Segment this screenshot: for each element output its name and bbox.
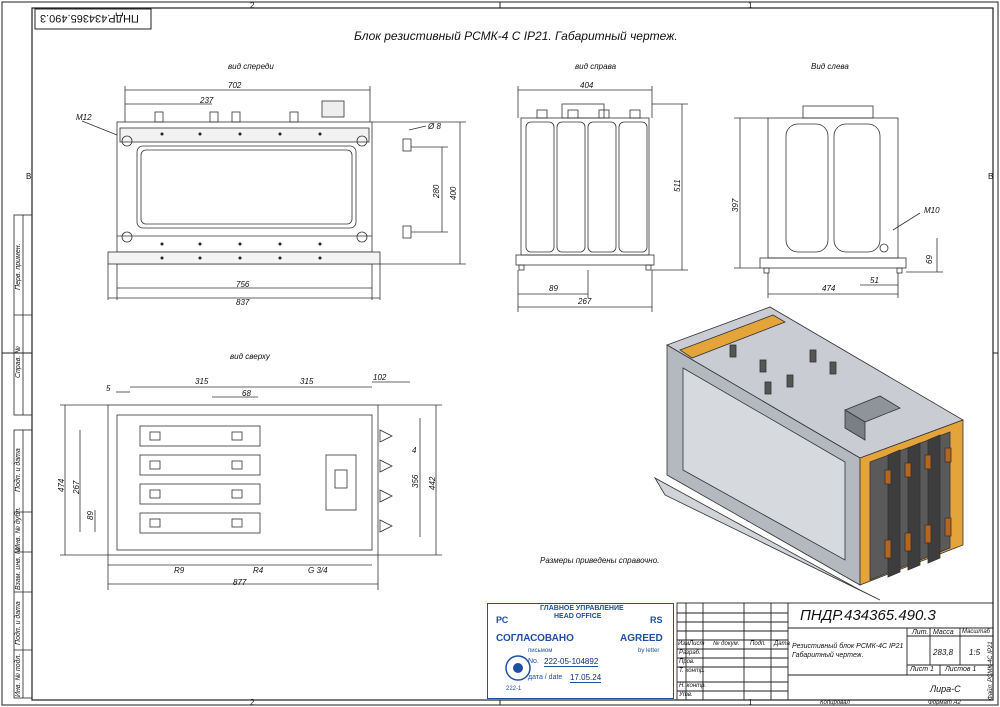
- dim-89: 89: [549, 284, 558, 293]
- dim-g34: G 3/4: [308, 566, 328, 575]
- stamp-date-value: 17.05.24: [570, 673, 602, 683]
- dim-102: 102: [373, 373, 387, 382]
- stamp-pismom: письмом: [528, 648, 553, 654]
- tb-format: Формат A2: [928, 700, 961, 706]
- side-vzam-inv: Взам. инв. №: [15, 546, 22, 590]
- right-view: [515, 86, 688, 312]
- tb-nkontr: Н. контр.: [679, 683, 707, 689]
- dim-511: 511: [673, 179, 682, 192]
- stamp-code: 222-1: [506, 686, 522, 692]
- zone-label-bottom-2: 2: [250, 698, 255, 707]
- stamp-logo-icon: [505, 655, 531, 681]
- dim-702: 702: [228, 81, 242, 90]
- tb-izm: Изм.: [678, 641, 691, 647]
- dim-280: 280: [432, 184, 441, 198]
- isometric-view: [653, 306, 964, 601]
- dim-51: 51: [870, 276, 879, 285]
- stamp-agreed: AGREED: [620, 633, 663, 644]
- dim-315b: 315: [300, 377, 314, 386]
- side-inv-podl: Инв. № подл.: [15, 653, 22, 697]
- tb-ndokum: № докум.: [713, 641, 740, 647]
- left-view: [734, 105, 943, 298]
- dim-267: 267: [578, 297, 592, 306]
- side-strip: [13, 214, 33, 699]
- dim-400: 400: [449, 186, 458, 200]
- dim-68: 68: [242, 389, 251, 398]
- view-caption-top: вид сверху: [230, 352, 270, 361]
- dim-315a: 315: [195, 377, 209, 386]
- dim-69: 69: [925, 255, 934, 264]
- dim-89-top: 89: [86, 511, 95, 520]
- dim-474-top: 474: [57, 478, 66, 492]
- tb-razrab: Разраб.: [679, 650, 701, 656]
- zone-label-right-b: B: [988, 172, 994, 181]
- dim-837: 837: [236, 298, 250, 307]
- dim-397: 397: [731, 198, 740, 212]
- stamp-rs: RS: [650, 615, 663, 625]
- mirrored-doc-number: ПНДР.434365.490.3: [40, 12, 139, 24]
- tb-org: Лира-С: [930, 684, 961, 694]
- dim-m12: M12: [76, 113, 92, 122]
- stamp-no-label: No.: [528, 658, 539, 665]
- tb-podp: Подп.: [750, 641, 766, 647]
- dim-d8: Ø 8: [428, 122, 441, 131]
- drawing-title: Блок резистивный РСМК-4 С IP21. Габаритн…: [354, 29, 678, 43]
- side-podp-data-2: Подп. и дата: [15, 601, 22, 645]
- title-block-name: Резистивный блок РСМК-4С IP21 Габаритный…: [792, 643, 904, 659]
- dim-442: 442: [428, 476, 437, 490]
- tb-list-col: Лист: [689, 641, 705, 647]
- tb-prov: Пров.: [679, 659, 695, 665]
- dim-r9: R9: [174, 566, 185, 575]
- zone-label-bottom-1: 1: [748, 698, 753, 707]
- view-caption-front: вид спереди: [228, 62, 274, 71]
- tb-mass-value: 283,8: [933, 648, 954, 657]
- tb-data: Дата: [774, 641, 790, 647]
- dim-r4: R4: [253, 566, 264, 575]
- tb-utv: Утв.: [679, 692, 693, 698]
- title-block-doc-number: ПНДР.434365.490.3: [800, 607, 936, 624]
- side-podp-data-1: Подп. и дата: [15, 448, 22, 492]
- view-caption-left: Вид слева: [811, 62, 849, 71]
- tb-kopiroval: Копировал: [820, 700, 850, 706]
- dim-877: 877: [233, 578, 247, 587]
- front-view: [81, 86, 466, 300]
- top-view: [60, 381, 442, 590]
- tb-massa: Масса: [933, 629, 954, 636]
- zone-label-left-b: B: [26, 172, 32, 181]
- stamp-no-value: 222-05-104892: [544, 657, 599, 667]
- dim-237: 237: [200, 96, 214, 105]
- dim-m10: M10: [924, 206, 940, 215]
- stamp-head-en: HEAD OFFICE: [554, 613, 602, 620]
- reference-note: Размеры приведены справочно.: [540, 556, 660, 565]
- dim-4: 4: [412, 446, 417, 455]
- stamp-soglasovano: СОГЛАСОВАНО: [496, 633, 574, 644]
- stamp-by-letter: by letter: [638, 648, 660, 654]
- side-perv-primen: Перв. примен.: [15, 243, 22, 290]
- tb-lit: Лит.: [912, 629, 929, 636]
- zone-label-top-1: 1: [748, 1, 753, 10]
- dim-267-top: 267: [72, 480, 81, 494]
- side-inv-dubl: Инв. № дубл.: [15, 506, 22, 550]
- stamp-date-label: дата / date: [528, 674, 563, 681]
- zone-label-top-2: 2: [250, 1, 255, 10]
- tb-scale-value: 1:5: [969, 648, 981, 657]
- dim-5: 5: [106, 384, 111, 393]
- tb-file: Файл: РСМК-4С IP21: [988, 641, 994, 700]
- tb-tkontr: Т. контр.: [679, 668, 705, 674]
- dim-474-left: 474: [822, 284, 836, 293]
- view-caption-right: вид справа: [575, 62, 617, 71]
- tb-listov: Листов 1: [945, 666, 977, 673]
- title-block: [676, 602, 994, 701]
- dim-756: 756: [236, 280, 250, 289]
- stamp-rc: РС: [496, 615, 509, 625]
- side-sprav-no: Справ. №: [15, 346, 22, 378]
- tb-list: Лист 1: [910, 666, 934, 673]
- approval-stamp: ГЛАВНОЕ УПРАВЛЕНИЕ HEAD OFFICE РС RS СОГ…: [487, 603, 674, 699]
- dim-356: 356: [411, 474, 420, 488]
- stamp-head-ru: ГЛАВНОЕ УПРАВЛЕНИЕ: [540, 605, 624, 612]
- dim-404: 404: [580, 81, 594, 90]
- tb-masshtab: Масштаб: [962, 629, 991, 635]
